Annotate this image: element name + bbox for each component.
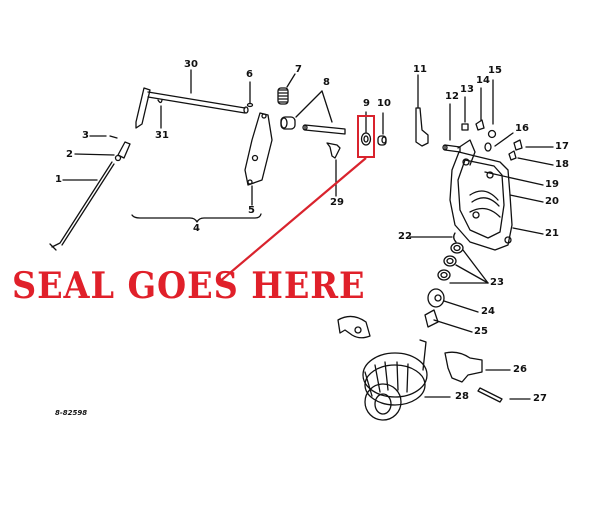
callout-31: 31: [155, 130, 169, 141]
callout-14: 14: [476, 75, 490, 86]
seal-highlight-box: [357, 115, 375, 158]
callout-20: 20: [545, 196, 559, 207]
part-18: [508, 150, 554, 166]
part-6: [246, 81, 254, 108]
part-22: [409, 232, 457, 243]
seal-annotation: SEAL GOES HERE: [12, 265, 366, 307]
part-3-pin: [89, 135, 118, 139]
part-14: [475, 87, 485, 131]
callout-19: 19: [545, 179, 559, 190]
callout-4: 4: [193, 223, 200, 234]
callout-26: 26: [513, 364, 527, 375]
pointer-line: [217, 157, 367, 284]
part-20-21-housing: [449, 139, 544, 251]
callout-6: 6: [246, 69, 253, 80]
callout-16: 16: [515, 123, 529, 134]
part-30-shaft: [135, 69, 249, 129]
part-25: [424, 309, 473, 333]
drawing-code: 8-82598: [55, 409, 88, 417]
callout-25: 25: [474, 326, 488, 337]
part-24: [427, 288, 479, 313]
callout-24: 24: [481, 306, 495, 317]
part-5-lever: [244, 112, 273, 206]
part-29: [326, 142, 341, 197]
callout-7: 7: [295, 64, 302, 75]
part-28-governor: [362, 339, 451, 421]
part-26: [444, 351, 511, 383]
cam-part: [337, 315, 371, 339]
part-1-rod: [49, 161, 115, 251]
callout-10: 10: [377, 98, 391, 109]
callout-22: 22: [398, 231, 412, 242]
callout-18: 18: [555, 159, 569, 170]
part-11: [415, 74, 429, 147]
callout-5: 5: [248, 205, 255, 216]
callout-28: 28: [455, 391, 469, 402]
callout-11: 11: [413, 64, 427, 75]
callout-30: 30: [184, 59, 198, 70]
part-17: [513, 139, 554, 151]
part-13: [461, 96, 469, 131]
callout-9: 9: [363, 98, 370, 109]
callout-29: 29: [330, 197, 344, 208]
callout-2: 2: [66, 149, 73, 160]
part-31: [157, 99, 163, 129]
callout-21: 21: [545, 228, 559, 239]
part-16: [484, 132, 514, 152]
callout-23: 23: [490, 277, 504, 288]
callout-27: 27: [533, 393, 547, 404]
part-27: [477, 387, 531, 403]
callout-8: 8: [323, 77, 330, 88]
part-2-clevis: [74, 141, 131, 162]
part-12: [442, 103, 461, 153]
callout-17: 17: [555, 141, 569, 152]
callout-12: 12: [445, 91, 459, 102]
callout-15: 15: [488, 65, 502, 76]
part-15: [487, 79, 497, 139]
part-8: [280, 90, 346, 135]
callout-3: 3: [82, 130, 89, 141]
part-7-spring: [277, 73, 296, 105]
part-23-rings: [437, 242, 489, 284]
part-10: [377, 112, 387, 146]
part-4-bracket: [131, 213, 262, 223]
callout-13: 13: [460, 84, 474, 95]
callout-1: 1: [55, 174, 62, 185]
